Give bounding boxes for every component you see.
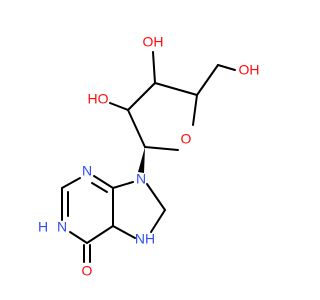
atom-label-oh-right: OH	[239, 62, 260, 78]
atom-label-n1: N	[57, 219, 67, 235]
bond-c2-oh	[109, 102, 129, 111]
bond-c4-n3-double	[91, 182, 108, 193]
bond-n9-c8	[146, 183, 166, 211]
bond-c4-o-ring	[192, 94, 198, 126]
atom-label-n1-hydrogen: H	[38, 219, 48, 235]
bond-c3-oh	[152, 51, 156, 84]
bond-c4-n9	[112, 181, 134, 189]
bond-c1-c2	[127, 109, 146, 148]
molecule-structure: OH HO OH O O N N H N NH	[38, 34, 260, 279]
atom-label-oh-top: OH	[143, 34, 164, 50]
wedge-c1-n9	[138, 147, 145, 173]
bond-c4-c5	[196, 64, 219, 96]
atom-label-ho-left: HO	[88, 91, 109, 107]
bond-c6-c5	[86, 225, 114, 244]
bond-c4-n3	[93, 175, 114, 189]
atom-label-n3: N	[82, 163, 92, 179]
bond-c3-c4	[154, 82, 198, 96]
bond-n7-c5	[112, 225, 136, 239]
bond-c2-c3	[127, 82, 156, 111]
bond-c5-oh	[217, 64, 236, 71]
bond-c8-n7	[150, 209, 166, 233]
atom-label-ring-oxygen: O	[181, 131, 192, 147]
bond-n3-c2	[61, 177, 81, 189]
atom-labels: OH HO OH O O N N H N NH	[38, 34, 260, 279]
bond-o-ring-c1	[144, 146, 179, 151]
atom-label-carbonyl-oxygen: O	[82, 263, 93, 279]
bonds	[61, 51, 236, 263]
atom-label-n9: N	[136, 171, 146, 187]
bond-n1-c6	[69, 231, 88, 244]
atom-label-n7: NH	[135, 231, 155, 247]
